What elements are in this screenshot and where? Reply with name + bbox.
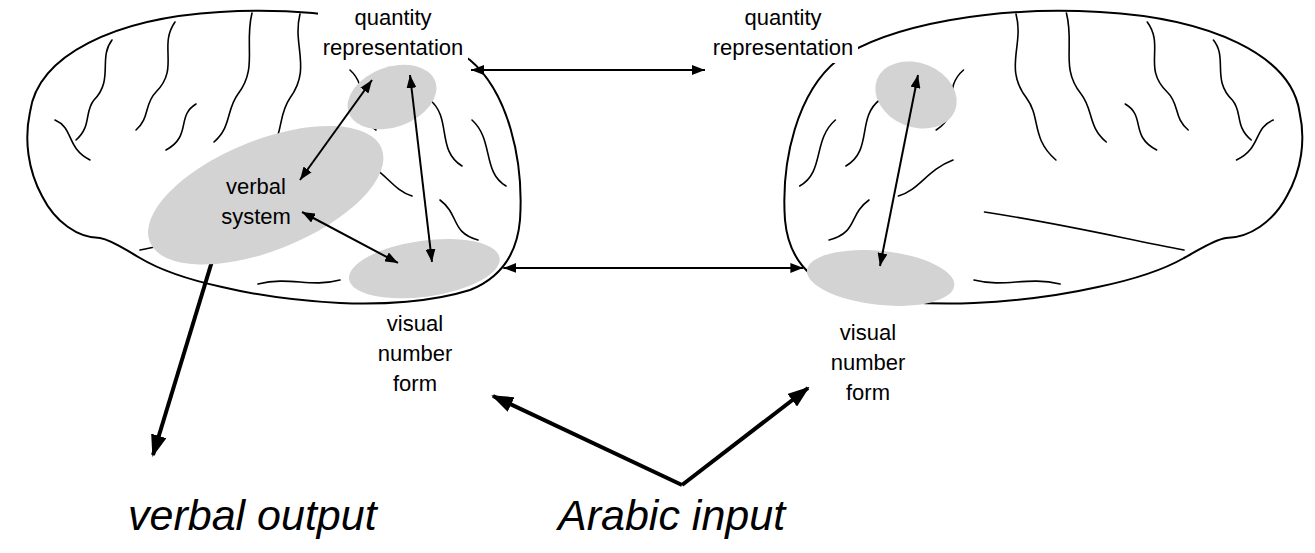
region-ellipse	[865, 50, 967, 141]
region-label: visual number form	[365, 309, 465, 399]
region-label: quantity representation	[318, 3, 468, 63]
io-label: verbal output	[128, 490, 377, 540]
region-label: verbal system	[206, 172, 306, 232]
text-block: visual number form	[365, 309, 465, 399]
brain-region: visual number form	[349, 239, 500, 399]
brain-region: verbal system	[148, 126, 383, 264]
brain-region: quantity representation	[318, 3, 468, 129]
region-ellipse	[805, 243, 958, 312]
connector-arrow	[503, 267, 803, 269]
io-label: Arabic input	[558, 490, 785, 540]
region-ellipse	[345, 231, 503, 308]
label-holder: Arabic input	[558, 490, 785, 540]
text-block: visual number form	[818, 318, 918, 408]
label-holder: verbal output	[128, 490, 377, 540]
connector-arrow	[471, 69, 705, 71]
io-arrows	[153, 258, 808, 485]
region-label: visual number form	[818, 318, 918, 408]
input-arrow	[493, 396, 682, 485]
region-ellipse	[339, 53, 446, 141]
region-label: quantity representation	[708, 3, 858, 63]
brain-region: visual number form	[807, 250, 954, 408]
text-block: quantity representation	[708, 3, 858, 63]
connector-arrow	[302, 212, 398, 263]
text-block: verbal system	[206, 172, 306, 232]
brain-region: quantity representation	[708, 3, 957, 129]
input-arrow	[682, 388, 808, 485]
text-block: quantity representation	[318, 3, 468, 63]
output-arrow	[153, 258, 213, 455]
